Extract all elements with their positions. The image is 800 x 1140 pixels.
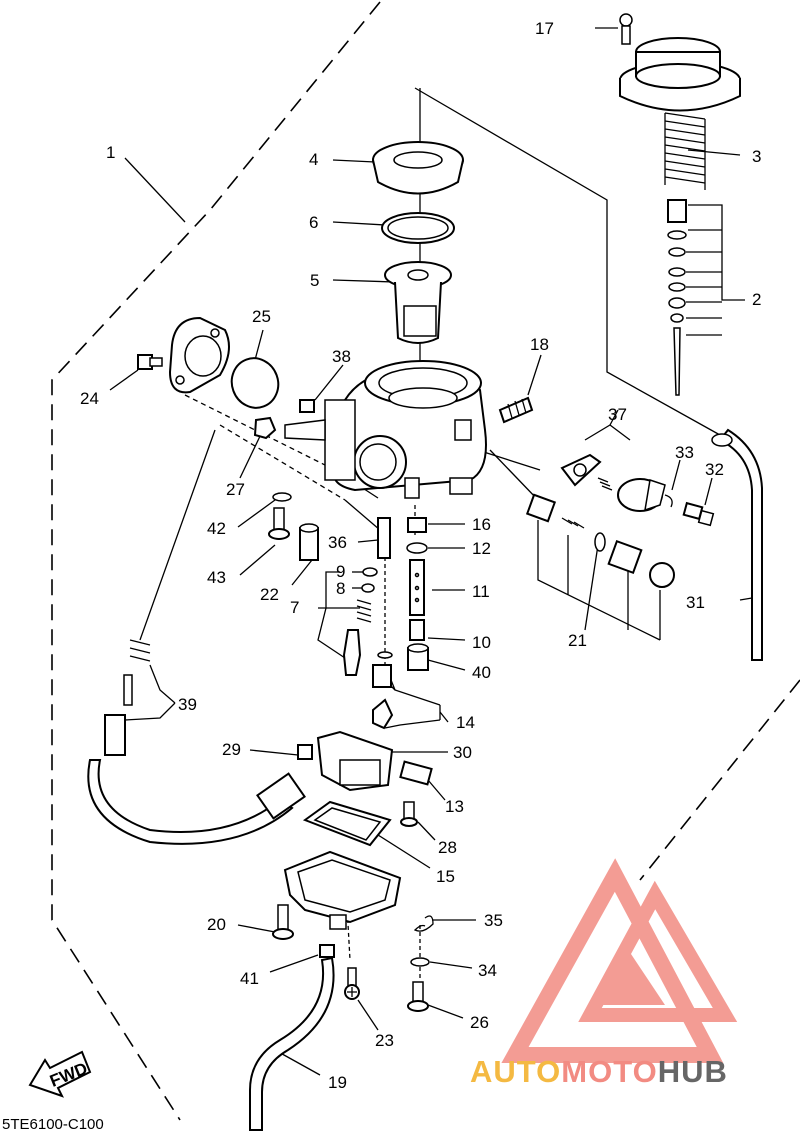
callout-31: 31 <box>686 593 705 612</box>
oring-25-icon <box>230 357 280 409</box>
callout-36: 36 <box>328 533 347 552</box>
callout-42: 42 <box>207 519 226 538</box>
screw-43-icon <box>268 507 290 540</box>
callout-10: 10 <box>472 633 491 652</box>
watermark-hub: HUB <box>658 1054 728 1089</box>
assembly-boundary-right <box>639 679 800 881</box>
callout-32: 32 <box>705 460 724 479</box>
callout-24: 24 <box>80 389 99 408</box>
callout-38: 38 <box>332 347 351 366</box>
callout-35: 35 <box>484 911 503 930</box>
callout-18: 18 <box>530 335 549 354</box>
hose-31-icon <box>711 428 763 661</box>
nut-27-icon <box>253 416 277 440</box>
cap-4-icon <box>372 141 464 195</box>
gasket-15-icon <box>302 800 392 847</box>
leader-lines <box>109 27 753 1076</box>
float-30-icon <box>297 730 433 792</box>
callout-2: 2 <box>752 290 761 309</box>
spring-3-icon <box>664 112 706 190</box>
diagram-code: 5TE6100-C100 <box>2 1116 104 1133</box>
screw-28-icon <box>400 801 418 827</box>
needle-valve-14-icon <box>372 651 394 730</box>
callout-19: 19 <box>328 1073 347 1092</box>
oring-6-icon <box>381 212 455 244</box>
callout-7: 7 <box>290 598 299 617</box>
screw-32-icon <box>682 501 715 527</box>
callout-15: 15 <box>436 867 455 886</box>
callout-5: 5 <box>310 271 319 290</box>
callout-9: 9 <box>336 562 345 581</box>
screw-20-icon <box>272 904 294 940</box>
svg-text:AUTOMOTOHUB: AUTOMOTOHUB <box>470 1054 728 1089</box>
float-bowl-icon <box>283 850 402 930</box>
callout-6: 6 <box>309 213 318 232</box>
washer-34-icon <box>410 957 430 967</box>
callout-30: 30 <box>453 743 472 762</box>
jet-36-icon <box>377 517 391 559</box>
watermark-logo <box>501 858 738 1063</box>
watermark-auto: AUTO <box>470 1054 561 1089</box>
callout-12: 12 <box>472 539 491 558</box>
assembly-boundary <box>51 1 381 1121</box>
drain-hose-19-icon <box>249 956 335 1131</box>
watermark-text: AUTOMOTOHUB <box>470 1054 728 1089</box>
drain-screw-23-icon <box>344 967 360 1000</box>
callout-43: 43 <box>207 568 226 587</box>
callout-39: 39 <box>178 695 197 714</box>
callout-22: 22 <box>260 585 279 604</box>
callout-37: 37 <box>608 405 627 424</box>
callout-20: 20 <box>207 915 226 934</box>
fwd-label: FWD <box>47 1059 90 1091</box>
assembly-21-icon <box>525 493 675 588</box>
callout-13: 13 <box>445 797 464 816</box>
callout-23: 23 <box>375 1031 394 1050</box>
sensor-33-icon <box>617 478 673 512</box>
callout-17: 17 <box>535 19 554 38</box>
clip-35-icon <box>413 915 434 932</box>
jet-needle-2-icon <box>667 199 687 396</box>
screw-26-icon <box>407 981 429 1012</box>
callout-25: 25 <box>252 307 271 326</box>
callout-40: 40 <box>472 663 491 682</box>
watermark-moto: MOTO <box>561 1054 657 1089</box>
callout-numbers: 1 2 3 4 5 6 7 8 9 10 11 12 13 14 15 16 1… <box>80 19 761 1092</box>
callout-3: 3 <box>752 147 761 166</box>
callout-29: 29 <box>222 740 241 759</box>
jet-22-icon <box>299 523 319 561</box>
top-cover-icon <box>619 37 741 112</box>
callout-11: 11 <box>472 582 490 601</box>
callout-28: 28 <box>438 838 457 857</box>
washer-42-icon <box>272 492 292 502</box>
carburetor-body-icon <box>284 360 487 499</box>
throttle-cable-39-icon <box>87 639 306 845</box>
callout-21: 21 <box>568 631 587 650</box>
callout-41: 41 <box>240 969 259 988</box>
callout-26: 26 <box>470 1013 489 1032</box>
callout-4: 4 <box>309 150 318 169</box>
pilot-screw-7-icon <box>342 567 378 676</box>
piston-5-icon <box>384 261 452 344</box>
screw-17-icon <box>619 13 633 45</box>
fwd-arrow-icon: FWD <box>28 1050 92 1098</box>
flange-gasket-icon <box>168 316 230 394</box>
callout-16: 16 <box>472 515 491 534</box>
clamp-41-icon <box>319 944 335 958</box>
screw-18-icon <box>498 396 534 424</box>
screw-38-icon <box>299 399 315 413</box>
callout-14: 14 <box>456 713 475 732</box>
bolt-24-icon <box>137 354 163 370</box>
main-jet-stack-icon <box>406 517 429 671</box>
plate-37-icon <box>560 453 613 491</box>
callout-1: 1 <box>106 143 115 162</box>
callout-33: 33 <box>675 443 694 462</box>
callout-8: 8 <box>336 579 345 598</box>
callout-27: 27 <box>226 480 245 499</box>
callout-34: 34 <box>478 961 497 980</box>
